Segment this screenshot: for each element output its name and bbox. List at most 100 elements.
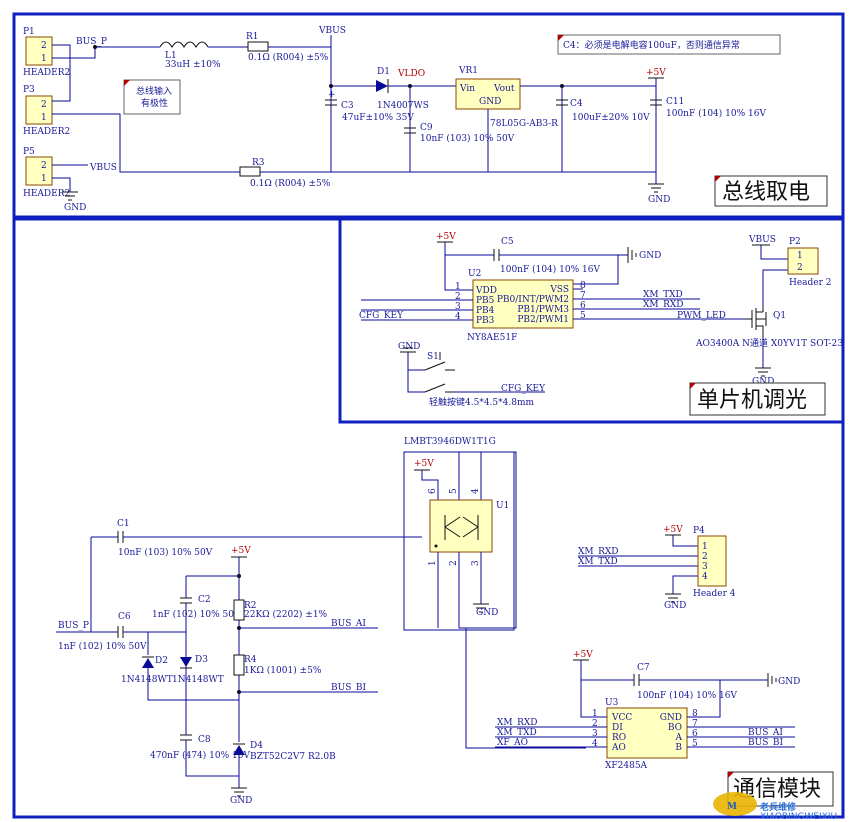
- c1-capacitor: [117, 531, 124, 543]
- d1-diode: [376, 80, 388, 92]
- p4-p5v: +5V: [663, 525, 683, 535]
- p3-label: P3: [23, 85, 35, 95]
- p4-pin-num: 1: [702, 542, 708, 552]
- r2-label: R2: [244, 601, 257, 611]
- u3-pin-name: AO: [611, 743, 626, 753]
- p1-header: [25, 36, 53, 66]
- p5-type: HEADER2: [23, 189, 70, 199]
- p1-type: HEADER2: [23, 68, 70, 78]
- r4-label: R4: [244, 655, 257, 665]
- bus-ai-label: BUS_AI: [331, 619, 366, 629]
- p3-header: [25, 95, 53, 125]
- u1-pin-num: 6: [428, 488, 438, 494]
- svg-text:M: M: [727, 802, 737, 812]
- r2-value: 22KΩ (2202) ±1%: [244, 609, 328, 620]
- c7-value: 100nF (104) 10% 16V: [637, 690, 737, 701]
- u2-pin-num: 7: [580, 291, 586, 301]
- s1-label: S1: [427, 352, 439, 362]
- u2-pin-num: 4: [455, 312, 461, 322]
- p2-label: P2: [789, 237, 801, 247]
- c6-capacitor: [117, 626, 124, 638]
- c7-gnd: GND: [778, 677, 800, 687]
- r4-value: 1KΩ (1001) ±5%: [244, 665, 322, 676]
- bus-note-line1: 总线输入: [136, 85, 172, 97]
- u3-pin-num: 4: [592, 739, 598, 749]
- c4-capacitor: [556, 99, 568, 106]
- u2-label: U2: [468, 269, 481, 279]
- u1-label: U1: [496, 501, 509, 511]
- d3-value: 1N4148WT: [172, 675, 224, 685]
- c1-label: C1: [117, 519, 130, 529]
- gnd-p5-label: GND: [64, 203, 86, 213]
- mcu-title: 单片机调光: [697, 388, 807, 413]
- p5-header: [25, 156, 53, 186]
- mcu-pwm-led: PWM_LED: [677, 311, 726, 321]
- p4-label: P4: [693, 526, 705, 536]
- power-section-frame: [12, 12, 845, 219]
- comm-gnd: GND: [230, 796, 252, 806]
- bus-p-label: BUS_P: [76, 37, 107, 47]
- u2-pin-name: PB2/PWM1: [517, 315, 569, 325]
- u1-transistor: [429, 499, 493, 553]
- mcu-cfg-key: CFG_KEY: [359, 311, 404, 321]
- u3-transceiver: [606, 707, 688, 759]
- c4-note-text: C4：必须是电解电容100uF，否则通信异常: [563, 39, 740, 51]
- c9-label: C9: [420, 123, 433, 133]
- s1-gnd: GND: [398, 342, 420, 352]
- u3-bus-bi: BUS_BI: [748, 738, 783, 748]
- p1-label: P1: [23, 27, 35, 37]
- c9-value: 10nF (103) 10% 50V: [420, 133, 515, 144]
- c7-capacitor: [633, 674, 640, 686]
- u1-pin-num: 3: [471, 560, 481, 566]
- p4-pin-num: 2: [702, 552, 708, 562]
- bus-bi-label: BUS_BI: [331, 683, 366, 693]
- svg-text:1: 1: [41, 174, 47, 184]
- comm-title-box: [727, 771, 834, 807]
- mcu-gnd: GND: [639, 251, 661, 261]
- u3-pin-num: 5: [692, 739, 698, 749]
- d2-value: 1N4148WT: [121, 675, 173, 685]
- d3-diode: [180, 657, 192, 667]
- u2-pin-name: PB4: [476, 306, 495, 316]
- u3-bus-ai: BUS_AI: [748, 728, 783, 738]
- c8-capacitor: [180, 734, 192, 741]
- mcu-section-frame: [338, 217, 845, 424]
- c9-capacitor: [404, 127, 416, 134]
- d4-value: BZT52C2V7 R2.0B: [250, 752, 336, 762]
- svg-text:1: 1: [41, 54, 47, 64]
- mcu-xm-rxd: XM_RXD: [643, 300, 684, 310]
- u3-pin-num: 7: [692, 719, 698, 729]
- logo-sub: XIAOBINGWEIXIU: [760, 812, 837, 822]
- c6-value: 1nF (102) 10% 50V: [58, 641, 147, 652]
- p2-header: [787, 247, 819, 275]
- mcu-title-box: [689, 382, 826, 416]
- s1-value: 轻触按键4.5*4.5*4.8mm: [429, 396, 534, 408]
- d4-diode: [233, 745, 245, 755]
- u1-pin-num: 1: [428, 560, 438, 566]
- p4-gnd: GND: [664, 601, 686, 611]
- c7-label: C7: [637, 663, 650, 673]
- svg-text:2: 2: [41, 41, 47, 51]
- vr1-gnd: GND: [479, 97, 501, 107]
- p2-type: Header 2: [789, 278, 832, 288]
- q1-label: Q1: [773, 311, 786, 321]
- r1-resistor: [247, 41, 269, 52]
- s1-switch: [424, 352, 455, 371]
- u1-p5v: +5V: [414, 459, 434, 469]
- c11-label: C11: [666, 97, 684, 107]
- u2-pin-name: PB5: [476, 296, 495, 306]
- u2-pin-num: 3: [455, 302, 461, 312]
- gnd-power-label: GND: [648, 195, 670, 205]
- c3-label: C3: [341, 101, 354, 111]
- d2-diode: [142, 658, 154, 668]
- u2-pin-num: 1: [455, 282, 461, 292]
- c3-capacitor: [325, 99, 337, 106]
- p5-label: P5: [23, 147, 35, 157]
- u2-pin-name: VDD: [475, 286, 497, 296]
- svg-text:2: 2: [41, 100, 47, 110]
- c6-label: C6: [118, 612, 131, 622]
- vbus-label: VBUS: [318, 26, 346, 36]
- u3-label: U3: [605, 698, 619, 708]
- r4-resistor: [233, 654, 245, 676]
